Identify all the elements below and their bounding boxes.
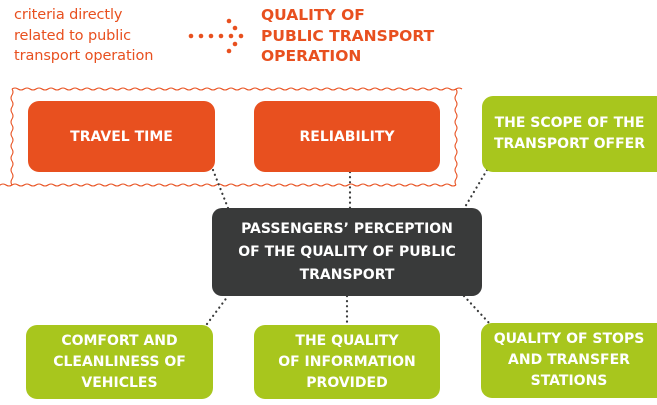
criterion-travel-time: TRAVEL TIME — [28, 101, 215, 172]
legend-note-line: related to public — [14, 27, 131, 44]
legend-title-line: PUBLIC TRANSPORT — [261, 26, 435, 45]
connector-stops — [462, 294, 492, 326]
central-perception-box: PASSENGERS’ PERCEPTION OF THE QUALITY OF… — [212, 208, 482, 296]
connector-scope — [460, 168, 489, 214]
legend-note-line: criteria directly — [14, 7, 123, 23]
connector-travel-time — [211, 168, 230, 210]
criterion-label: THE SCOPE OF THE TRANSPORT OFFER — [493, 115, 646, 152]
criterion-transport-offer: THE SCOPE OF THE TRANSPORT OFFER — [482, 96, 657, 172]
criterion-label: THE QUALITY OF INFORMATION PROVIDED — [278, 332, 416, 391]
criterion-label: COMFORT AND CLEANLINESS OF VEHICLES — [53, 332, 186, 391]
criterion-label: RELIABILITY — [299, 128, 395, 145]
central-label: PASSENGERS’ PERCEPTION OF THE QUALITY OF… — [238, 220, 456, 283]
operation-group-outline — [0, 87, 463, 187]
legend-note-line: transport operation — [14, 48, 154, 64]
criterion-label: QUALITY OF STOPS AND TRANSFER STATIONS — [493, 331, 645, 389]
legend-title-line: OPERATION — [261, 47, 362, 65]
criterion-comfort: COMFORT AND CLEANLINESS OF VEHICLES — [26, 325, 213, 399]
legend-title-line: QUALITY OF — [261, 6, 365, 24]
criterion-reliability: RELIABILITY — [254, 101, 440, 172]
criterion-information: THE QUALITY OF INFORMATION PROVIDED — [254, 325, 440, 399]
connector-comfort — [205, 294, 230, 326]
criterion-stops: QUALITY OF STOPS AND TRANSFER STATIONS — [481, 323, 657, 398]
connectors — [205, 168, 492, 327]
legend-note: criteria directly related to public tran… — [14, 5, 189, 67]
legend-title: QUALITY OF PUBLIC TRANSPORT OPERATION — [261, 5, 461, 67]
legend-arrow-icon — [188, 18, 244, 54]
criterion-label: TRAVEL TIME — [70, 128, 173, 145]
